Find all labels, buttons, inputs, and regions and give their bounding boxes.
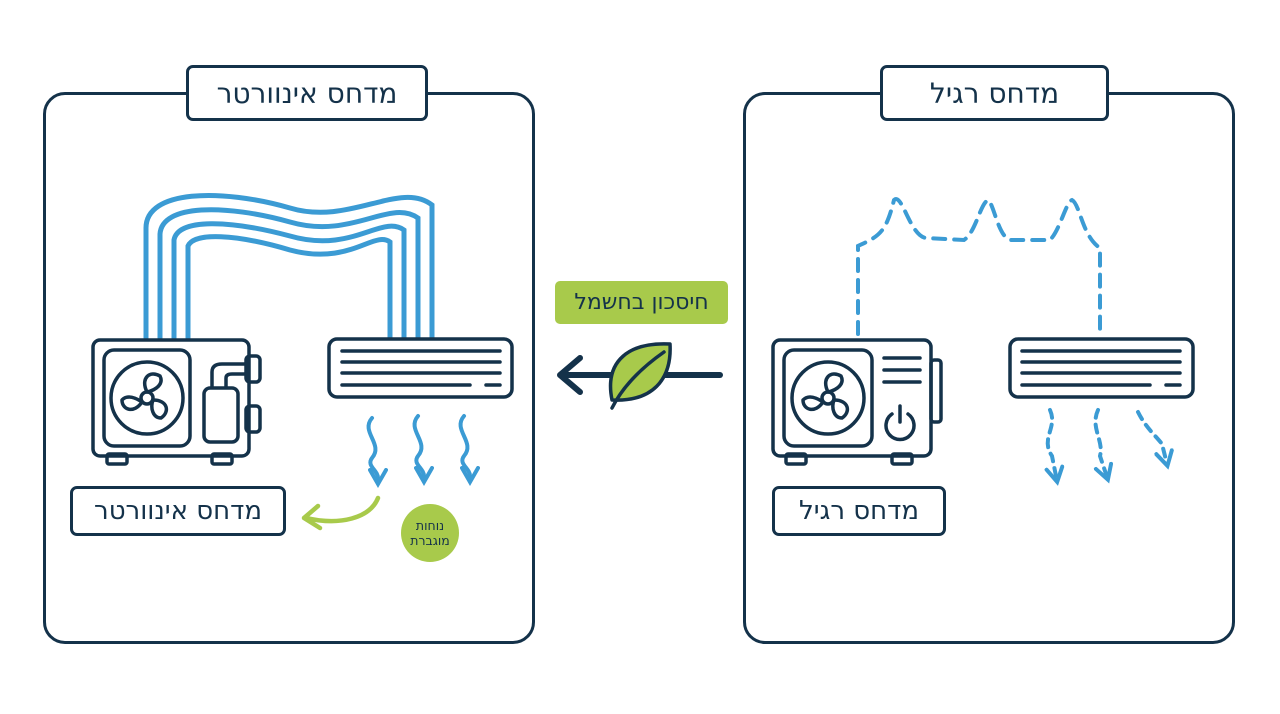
energy-saving-badge: חיסכון בחשמל	[555, 281, 728, 324]
inverter-indoor-unit	[327, 337, 514, 399]
regular-dashed-pipe	[856, 197, 1102, 336]
comfort-arrow-icon	[301, 495, 381, 531]
comfort-badge-line2: מוגברת	[410, 533, 450, 548]
airflow-arrow-icon	[366, 414, 480, 489]
leaf-icon	[608, 342, 672, 410]
inverter-outdoor-unit	[91, 338, 262, 466]
fan-icon	[102, 348, 192, 448]
regular-indoor-unit	[1008, 337, 1195, 399]
compressor-icon	[202, 354, 262, 444]
regular-outdoor-unit	[771, 338, 943, 466]
comfort-badge: נוחות מוגברת	[401, 504, 459, 562]
comfort-badge-line1: נוחות	[415, 518, 445, 533]
regular-unit-label: מדחס רגיל	[772, 486, 946, 536]
inverter-unit-label: מדחס אינוורטר	[70, 486, 286, 536]
regular-panel	[743, 92, 1235, 644]
inverter-title: מדחס אינוורטר	[186, 65, 428, 121]
regular-title: מדחס רגיל	[880, 65, 1109, 121]
fan-icon	[782, 348, 874, 448]
airflow-arrow-icon	[1044, 408, 1174, 486]
inverter-pipes	[143, 193, 435, 341]
power-icon	[884, 404, 916, 442]
